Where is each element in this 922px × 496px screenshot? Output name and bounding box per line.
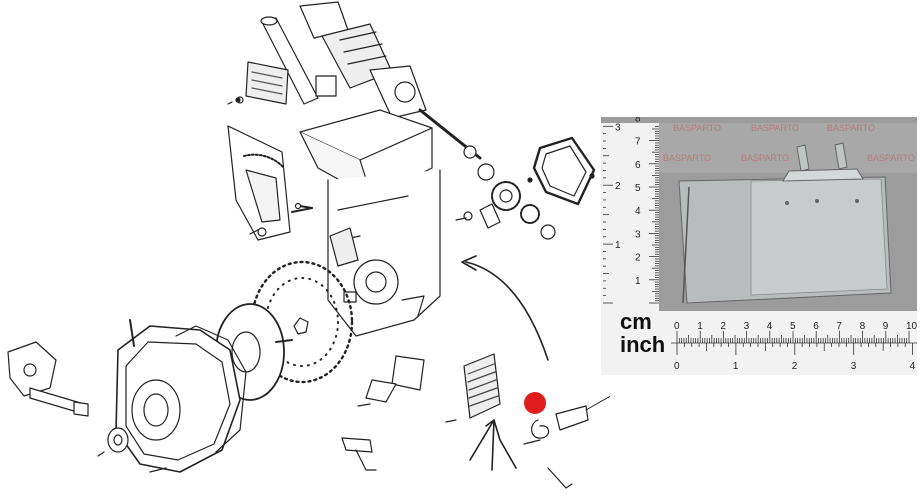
- svg-text:BASPARTO: BASPARTO: [673, 123, 721, 133]
- svg-text:BASPARTO: BASPARTO: [741, 153, 789, 163]
- unit-label-cm: cm: [620, 309, 652, 334]
- cm-tick-label: 10: [906, 321, 917, 332]
- left-ruler-labels: 1 2 3 4 5 6 7 8 1 2 3: [615, 117, 641, 287]
- left-cm-tick-label: 1: [635, 276, 641, 287]
- cm-tick-label: 7: [836, 321, 842, 332]
- left-cm-tick-label: 5: [635, 183, 641, 194]
- left-inch-tick-label: 2: [615, 181, 621, 192]
- metal-plate-part: [678, 142, 892, 304]
- fasteners: [235, 97, 313, 235]
- direction-arrow: [461, 255, 549, 361]
- left-cm-tick-label: 4: [635, 206, 641, 217]
- cm-tick-label: 6: [813, 321, 819, 332]
- cm-tick-label: 8: [860, 321, 866, 332]
- left-cm-tick-label: 2: [635, 253, 641, 264]
- cm-tick-label: 4: [767, 321, 773, 332]
- cover-housing: [115, 319, 247, 473]
- crank-handle: [7, 341, 89, 417]
- cm-tick-label: 0: [674, 321, 680, 332]
- unit-label-inch: inch: [620, 332, 666, 357]
- cm-tick-label: 5: [790, 321, 796, 332]
- svg-text:BASPARTO: BASPARTO: [827, 123, 875, 133]
- svg-text:BASPARTO: BASPARTO: [751, 123, 799, 133]
- gear-train: [455, 145, 556, 240]
- spring-clip-part: [523, 395, 610, 489]
- bracket-plate: [357, 355, 425, 407]
- bottom-ruler-labels: 0 1 2 3 4 5 6 7 8 9 10 0 1 2 3 4: [674, 321, 917, 372]
- left-cm-tick-label: 7: [635, 137, 641, 148]
- guard-plate-small: [227, 61, 289, 105]
- highlight-marker: [524, 392, 546, 414]
- left-inch-tick-label: 3: [615, 122, 621, 133]
- grille-plate: [445, 353, 501, 423]
- bottom-ruler-ticks: [676, 331, 914, 355]
- left-cm-tick-label: 6: [635, 160, 641, 171]
- gear-segment-bracket: [227, 125, 313, 241]
- left-cm-tick-label: 3: [635, 229, 641, 240]
- pto-drive-shaft: [260, 1, 482, 160]
- product-photo: 1 2 3 4 5 6 7 8 1 2 3 0 1 2 3 4 5 6 7 8 9 10 0 1 2 3 4 BASPARTO B…: [601, 117, 917, 375]
- cm-tick-label: 3: [744, 321, 750, 332]
- left-ruler: [601, 123, 659, 311]
- inch-tick-label: 2: [792, 361, 798, 372]
- svg-text:BASPARTO: BASPARTO: [663, 153, 711, 163]
- left-cm-tick-label: 8: [635, 117, 641, 124]
- inch-tick-label: 4: [910, 361, 916, 372]
- left-inch-tick-label: 1: [615, 240, 621, 251]
- support-stand: [341, 419, 517, 471]
- inch-tick-label: 0: [674, 361, 680, 372]
- inch-tick-label: 3: [851, 361, 857, 372]
- photo-backdrop: [659, 123, 917, 173]
- inch-tick-label: 1: [733, 361, 739, 372]
- seed-hopper-housing: [299, 109, 441, 337]
- cm-tick-label: 9: [883, 321, 889, 332]
- exploded-parts-diagram: [7, 1, 610, 489]
- cm-tick-label: 2: [720, 321, 726, 332]
- gasket-plate: [527, 136, 596, 206]
- watermark: BASPARTO BASPARTO BASPARTO BASPARTO BASP…: [663, 123, 915, 163]
- hardware-washers: [97, 427, 167, 473]
- svg-text:BASPARTO: BASPARTO: [867, 153, 915, 163]
- cm-tick-label: 1: [697, 321, 703, 332]
- left-ruler-ticks: [603, 125, 659, 304]
